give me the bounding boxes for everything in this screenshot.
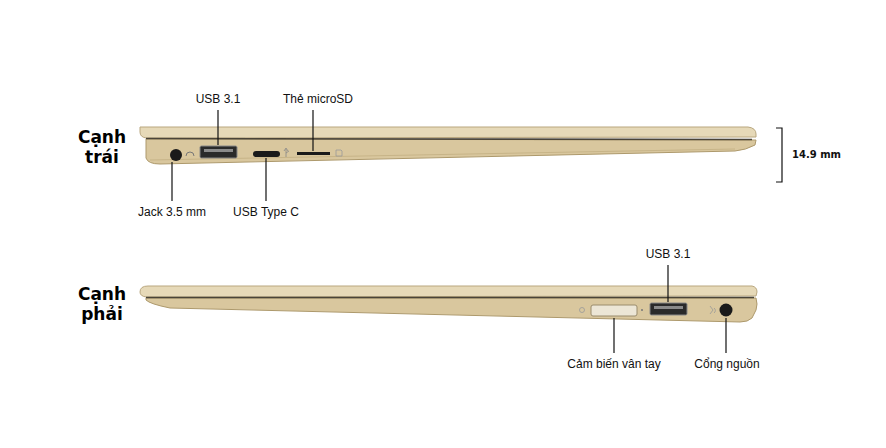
lid (140, 286, 757, 297)
seam (146, 297, 754, 299)
side-heading: Cạnh phải (72, 284, 132, 324)
sd-icon (336, 150, 342, 156)
right-side-laptop (140, 286, 757, 322)
port-label: USB Type C (233, 205, 299, 219)
usb-icon (284, 148, 289, 157)
fingerprint-icon (580, 308, 585, 313)
leader-line (265, 158, 266, 201)
usb-c-port (253, 151, 280, 157)
base (146, 139, 756, 164)
usb-port-tongue (654, 306, 683, 309)
led-dot (641, 309, 643, 311)
microsd-slot (297, 152, 330, 155)
leader-line (667, 265, 668, 302)
left-side-laptop (140, 127, 756, 164)
port-label: USB 3.1 (646, 247, 691, 261)
dimension-label: 14.9 mm (792, 148, 841, 162)
leader-line (613, 318, 614, 353)
fingerprint-sensor (591, 305, 637, 316)
usb-port-tongue (204, 149, 233, 152)
port-label: Jack 3.5 mm (138, 205, 206, 219)
seam (146, 139, 752, 140)
dimension-bracket (776, 128, 782, 182)
base (146, 298, 757, 322)
leader-lines-left (172, 110, 313, 201)
port-label: Thẻ microSD (283, 92, 353, 106)
side-heading: Cạnh trái (72, 127, 132, 167)
audio-jack (170, 149, 182, 161)
power-jack (720, 304, 733, 317)
leader-line (217, 110, 218, 145)
port-label: Cảm biến vân tay (567, 357, 660, 371)
headphone-icon (186, 152, 194, 156)
usb-port (200, 146, 237, 158)
leader-line (171, 162, 172, 201)
port-label: Cổng nguồn (694, 357, 759, 371)
power-icon (710, 306, 715, 314)
leader-line (312, 110, 313, 151)
bottom-edge (150, 149, 735, 160)
lid (140, 127, 756, 138)
port-label: USB 3.1 (196, 92, 241, 106)
leader-line (725, 318, 726, 353)
leader-lines-right (614, 265, 726, 353)
usb-port (650, 303, 687, 315)
